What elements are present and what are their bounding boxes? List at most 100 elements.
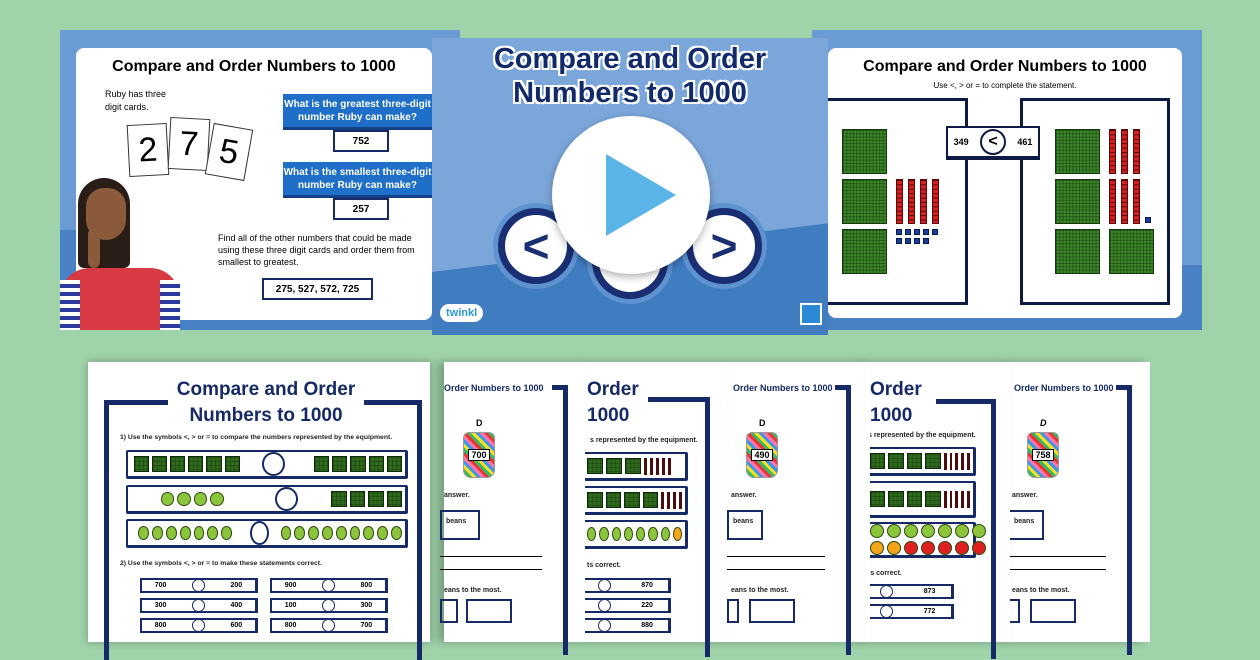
answer-box[interactable]: beans [727,510,763,540]
hundred-square [206,456,222,472]
jar-number: 490 [751,449,773,461]
answer-box[interactable]: beans [440,510,480,540]
worksheet-6[interactable]: Order Numbers to 1000 D 758 answer. bean… [1008,362,1150,655]
answer-circle[interactable] [598,619,612,632]
hundred-square [642,492,659,508]
hundred-square [151,456,168,472]
hundred-square [350,456,366,472]
hundred-block [842,179,887,224]
play-button[interactable] [552,116,710,274]
hundred-block [842,229,887,274]
counter [887,541,901,555]
hundred-counter [377,526,389,540]
slide-1[interactable]: Compare and Order Numbers to 1000 Ruby h… [60,30,460,330]
order-text: eans to the most. [731,587,789,594]
frame [552,385,568,655]
counter [904,524,918,538]
worksheet-3[interactable]: Order 1000 s represented by the equipmen… [581,362,727,657]
hundred-square [133,456,149,472]
ten-rod [1133,179,1140,224]
hundred-counter [138,526,150,540]
slide-3-card: Compare and Order Numbers to 1000 Use <,… [826,48,1182,318]
answer-box[interactable] [1030,599,1076,623]
answer-circle[interactable] [321,579,335,592]
digit-card: 2 [126,122,170,178]
sheet-title-2: 1000 [870,405,913,426]
answer-circle[interactable] [598,599,612,612]
compare-row [126,450,408,479]
answer-circle[interactable] [275,487,299,511]
title-line-2: Numbers to 1000 [513,77,747,109]
answer-box[interactable] [727,599,739,623]
counter [599,527,609,541]
hundred-square [386,456,403,472]
hundred-square [925,491,941,507]
ten-rod [920,179,927,224]
statement-row: 870 [581,578,671,593]
ten-rod [961,490,965,508]
statement-value: 900 [284,582,297,589]
compare-row [862,522,986,558]
sheet-title-1: Order [587,379,639,400]
answer-circle[interactable] [191,579,205,592]
hundred-counter [322,526,333,540]
answer-line[interactable] [727,569,825,570]
title-gap [168,392,364,408]
answer-line[interactable] [440,569,542,570]
counter [660,527,670,541]
comparison-box: 349 < 461 [946,126,1040,160]
answer-box[interactable] [466,599,512,623]
counter [887,524,901,538]
hundred-block [1109,229,1154,274]
ten-rod [661,491,665,509]
slide-3-subtitle: Use <, > or = to complete the statement. [933,81,1077,90]
q2-text: 2) Use the symbols <, > or = to make the… [120,560,322,567]
hundred-counter [391,526,402,540]
answer-circle[interactable] [879,605,893,618]
answer-circle[interactable] [879,585,893,598]
hundred-counter [179,526,191,540]
slide-3[interactable]: Compare and Order Numbers to 1000 Use <,… [812,30,1202,330]
answer-line[interactable] [1008,556,1106,557]
statement-value: 220 [641,602,653,609]
counter [587,527,597,541]
task-text: Find all of the other numbers that could… [218,233,415,267]
answer-circle[interactable] [321,599,335,612]
hundred-square [314,456,330,472]
answer-line[interactable] [440,556,542,557]
badge-icon [800,303,822,325]
worksheet-1[interactable]: Compare and Order Numbers to 1000 1) Use… [88,362,430,660]
answer-box[interactable] [440,599,458,623]
answer-box[interactable]: beans [1008,510,1044,540]
ten-rod [932,179,939,224]
answer-circle[interactable] [191,619,205,632]
ten-rod [1133,129,1140,174]
counter [972,524,986,538]
ten-rod [943,452,947,470]
worksheet-5[interactable]: Order 1000 s represented by the equipmen… [862,362,1010,659]
counter [972,541,986,555]
hundred-counter [152,526,163,540]
answer-circle[interactable] [191,599,205,612]
counter [648,527,658,541]
answer-box[interactable] [749,599,795,623]
answer-circle[interactable] [249,521,269,545]
statement-value: 772 [923,608,936,615]
compare-row [126,485,408,514]
frame [648,397,710,657]
counter [611,527,621,541]
worksheet-2[interactable]: Order Numbers to 1000 D 700 answer. bean… [440,362,585,655]
q2-text: ts correct. [868,570,902,577]
comparison-symbol[interactable]: < [980,129,1006,155]
slide-2[interactable]: < > Compare and Order Numbers to 1000 tw… [432,38,828,335]
worksheet-4[interactable]: Order Numbers to 1000 D 490 answer. bean… [727,362,870,655]
answer-circle[interactable] [598,579,612,592]
answer-circle[interactable] [321,619,335,632]
answer-circle[interactable] [262,452,286,476]
answer-line[interactable] [727,556,825,557]
jar-number: 758 [1032,449,1054,461]
counter [623,527,633,541]
ten-rod [1109,129,1116,174]
answer-line[interactable] [1008,569,1106,570]
